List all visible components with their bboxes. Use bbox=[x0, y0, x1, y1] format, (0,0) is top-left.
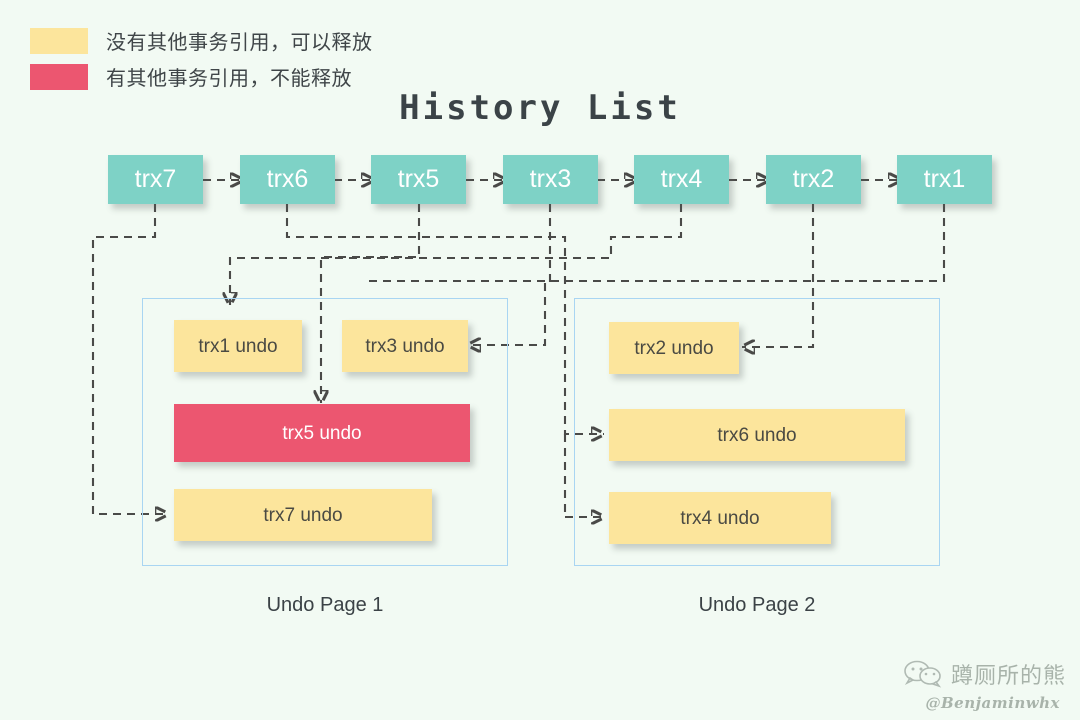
undo-entry-label: trx3 undo bbox=[365, 335, 445, 357]
undo-entry-label: trx7 undo bbox=[263, 504, 343, 526]
history-node-label: trx5 bbox=[397, 165, 440, 193]
legend-label-not-releasable: 有其他事务引用，不能释放 bbox=[106, 68, 352, 90]
history-node-trx7[interactable]: trx7 bbox=[108, 155, 203, 204]
undo-page-1-caption: Undo Page 1 bbox=[266, 594, 384, 616]
history-node-label: trx4 bbox=[660, 165, 703, 193]
history-node-label: trx3 bbox=[529, 165, 572, 193]
legend-swatch-releasable bbox=[30, 27, 88, 54]
undo-entry-trx3-undo[interactable]: trx3 undo bbox=[342, 320, 468, 372]
page-title: History List bbox=[399, 88, 681, 128]
undo-entry-label: trx5 undo bbox=[282, 422, 362, 444]
undo-entry-trx6-undo[interactable]: trx6 undo bbox=[609, 409, 905, 461]
undo-entry-label: trx4 undo bbox=[680, 507, 760, 529]
history-node-label: trx1 bbox=[923, 165, 966, 193]
history-node-label: trx7 bbox=[134, 165, 177, 193]
watermark-account-name: 蹲厕所的熊 bbox=[950, 663, 1066, 688]
undo-page-2-caption: Undo Page 2 bbox=[698, 594, 816, 616]
undo-entry-label: trx1 undo bbox=[198, 335, 278, 357]
history-node-label: trx2 bbox=[792, 165, 835, 193]
wechat-icon bbox=[904, 660, 942, 688]
undo-entry-trx2-undo[interactable]: trx2 undo bbox=[609, 322, 739, 374]
watermark: 蹲厕所的熊 @Benjaminwhx bbox=[903, 658, 1066, 712]
link-trx4-to-trx4-undo bbox=[230, 204, 683, 305]
legend-row-not-releasable: 有其他事务引用，不能释放 bbox=[30, 62, 352, 91]
history-node-trx6[interactable]: trx6 bbox=[240, 155, 335, 204]
history-node-trx2[interactable]: trx2 bbox=[766, 155, 861, 204]
link-trx1-to-trx1-undo bbox=[369, 204, 946, 283]
watermark-handle: @Benjaminwhx bbox=[925, 694, 1060, 712]
history-node-trx3[interactable]: trx3 bbox=[503, 155, 598, 204]
undo-entry-trx7-undo[interactable]: trx7 undo bbox=[174, 489, 432, 541]
history-node-trx4[interactable]: trx4 bbox=[634, 155, 729, 204]
legend-label-releasable: 没有其他事务引用，可以释放 bbox=[106, 32, 373, 54]
legend-swatch-not-releasable bbox=[30, 63, 88, 90]
undo-entry-label: trx2 undo bbox=[634, 337, 714, 359]
undo-entry-trx4-undo[interactable]: trx4 undo bbox=[609, 492, 831, 544]
history-node-trx5[interactable]: trx5 bbox=[371, 155, 466, 204]
undo-entry-trx5-undo[interactable]: trx5 undo bbox=[174, 404, 470, 462]
legend-row-releasable: 没有其他事务引用，可以释放 bbox=[30, 26, 373, 55]
history-node-trx1[interactable]: trx1 bbox=[897, 155, 992, 204]
undo-page-1-container bbox=[142, 298, 508, 566]
history-node-label: trx6 bbox=[266, 165, 309, 193]
undo-entry-trx1-undo[interactable]: trx1 undo bbox=[174, 320, 302, 372]
undo-entry-label: trx6 undo bbox=[717, 424, 797, 446]
undo-page-2-container bbox=[574, 298, 940, 566]
